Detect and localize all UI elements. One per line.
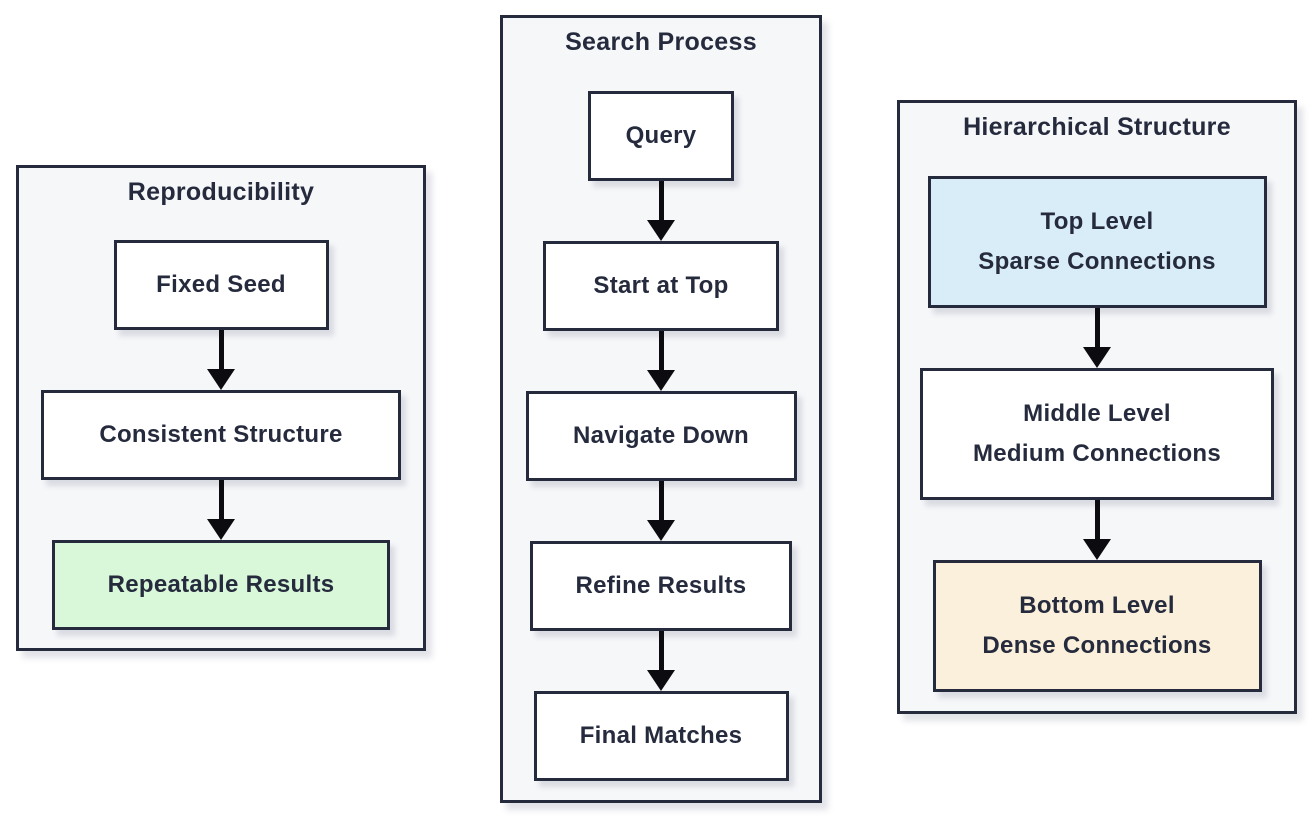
node-label: Start at Top [593, 272, 729, 299]
arrow-head [647, 220, 675, 241]
arrow-head [207, 369, 235, 390]
node-label: Medium Connections [972, 440, 1222, 467]
node-label: Consistent Structure [99, 421, 343, 448]
arrow-stem [1094, 500, 1100, 539]
node-fixed-seed: Fixed Seed [113, 240, 329, 330]
arrow-down-icon [647, 631, 675, 691]
arrow-stem [658, 481, 664, 520]
node-label: Refine Results [575, 572, 747, 599]
node-bottom-level: Bottom Level Dense Connections [932, 560, 1262, 692]
node-navigate-down: Navigate Down [525, 391, 797, 481]
arrow-down-icon [207, 330, 235, 390]
panel-reproducibility: Reproducibility Fixed Seed Consistent St… [16, 165, 426, 651]
arrow-stem [218, 480, 224, 519]
arrow-head [647, 670, 675, 691]
node-label: Dense Connections [982, 632, 1212, 659]
node-label: Bottom Level [1019, 592, 1175, 619]
arrow-head [647, 520, 675, 541]
arrow-down-icon [1083, 500, 1111, 560]
node-label: Top Level [1040, 208, 1154, 235]
node-final-matches: Final Matches [533, 691, 789, 781]
arrow-down-icon [1083, 308, 1111, 368]
panel-title: Search Process [565, 28, 757, 56]
panel-hierarchical-structure: Hierarchical Structure Top Level Sparse … [897, 100, 1297, 714]
node-label: Navigate Down [573, 422, 749, 449]
arrow-head [647, 370, 675, 391]
arrow-stem [658, 181, 664, 220]
arrow-stem [218, 330, 224, 369]
panel-title: Reproducibility [127, 178, 315, 206]
node-repeatable-results: Repeatable Results [52, 540, 390, 630]
node-start-at-top: Start at Top [543, 241, 779, 331]
node-middle-level: Middle Level Medium Connections [920, 368, 1274, 500]
arrow-head [1083, 347, 1111, 368]
arrow-down-icon [647, 331, 675, 391]
arrow-head [1083, 539, 1111, 560]
node-label: Sparse Connections [978, 248, 1216, 275]
node-label: Fixed Seed [156, 271, 286, 298]
node-top-level: Top Level Sparse Connections [927, 176, 1267, 308]
arrow-stem [658, 631, 664, 670]
panel-title: Hierarchical Structure [963, 113, 1231, 141]
node-consistent-structure: Consistent Structure [41, 390, 401, 480]
node-label: Query [625, 122, 697, 149]
node-refine-results: Refine Results [530, 541, 792, 631]
arrow-stem [1094, 308, 1100, 347]
node-label: Final Matches [579, 722, 743, 749]
arrow-down-icon [647, 181, 675, 241]
arrow-down-icon [207, 480, 235, 540]
arrow-head [207, 519, 235, 540]
arrow-down-icon [647, 481, 675, 541]
node-label: Repeatable Results [107, 571, 335, 598]
arrow-stem [658, 331, 664, 370]
node-query: Query [588, 91, 734, 181]
node-label: Middle Level [1023, 400, 1171, 427]
panel-search-process: Search Process Query Start at Top Naviga… [500, 15, 822, 803]
